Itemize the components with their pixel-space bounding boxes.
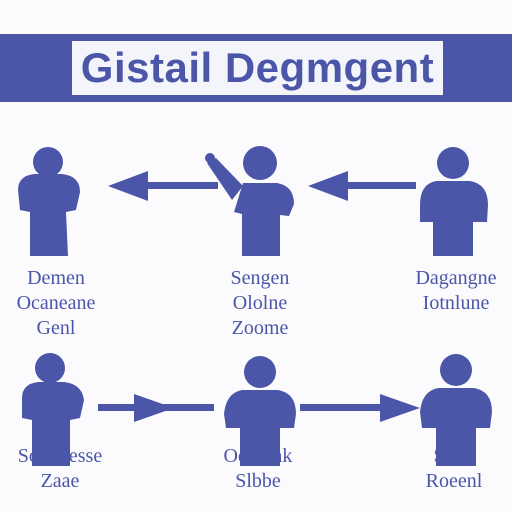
node-label-bottom-left: Sonnnesse Zaae xyxy=(18,444,102,494)
label-line: Demen xyxy=(27,267,85,289)
diagram-title: Gistail Degmgent xyxy=(80,44,435,91)
arrow-left-1 xyxy=(108,171,218,201)
node-label-bottom-right: Seltn Roeenl xyxy=(426,444,483,494)
label-line: Dagangne xyxy=(415,267,497,289)
person-hand-to-face-icon xyxy=(18,147,80,256)
node-label-top-center: Sengen Ololne Zoome xyxy=(231,266,290,341)
arrow-right-1 xyxy=(98,394,214,422)
node-label-top-right: Dagangne Iotnlune xyxy=(415,266,496,316)
person-pointing-icon xyxy=(205,146,294,256)
node-label-top-left: Demen Ocaneane Genl xyxy=(17,266,96,341)
person-icon xyxy=(224,356,296,466)
label-line: Sonnnesse xyxy=(17,445,103,467)
label-line: Genl xyxy=(36,317,76,339)
label-line: Zoome xyxy=(231,317,289,339)
node-label-bottom-center: Odeblnk Slbbe xyxy=(224,444,293,494)
label-line: Roeenl xyxy=(425,470,483,492)
person-icon xyxy=(420,147,488,256)
label-line: Sengen xyxy=(230,267,290,289)
title-box: Gistail Degmgent xyxy=(72,41,443,95)
label-line: Slbbe xyxy=(235,470,281,492)
label-line: Ololne xyxy=(232,292,288,314)
label-line: Seltn xyxy=(433,445,475,467)
label-line: Ocaneane xyxy=(16,292,96,314)
person-icon xyxy=(420,354,492,466)
person-hand-to-face-icon xyxy=(22,353,84,466)
arrow-right-2 xyxy=(300,394,420,422)
label-line: Iotnlune xyxy=(422,292,490,314)
label-line: Zaae xyxy=(40,470,80,492)
title-banner: Gistail Degmgent xyxy=(0,34,512,102)
label-line: Odeblnk xyxy=(223,445,293,467)
arrow-left-2 xyxy=(308,171,416,201)
